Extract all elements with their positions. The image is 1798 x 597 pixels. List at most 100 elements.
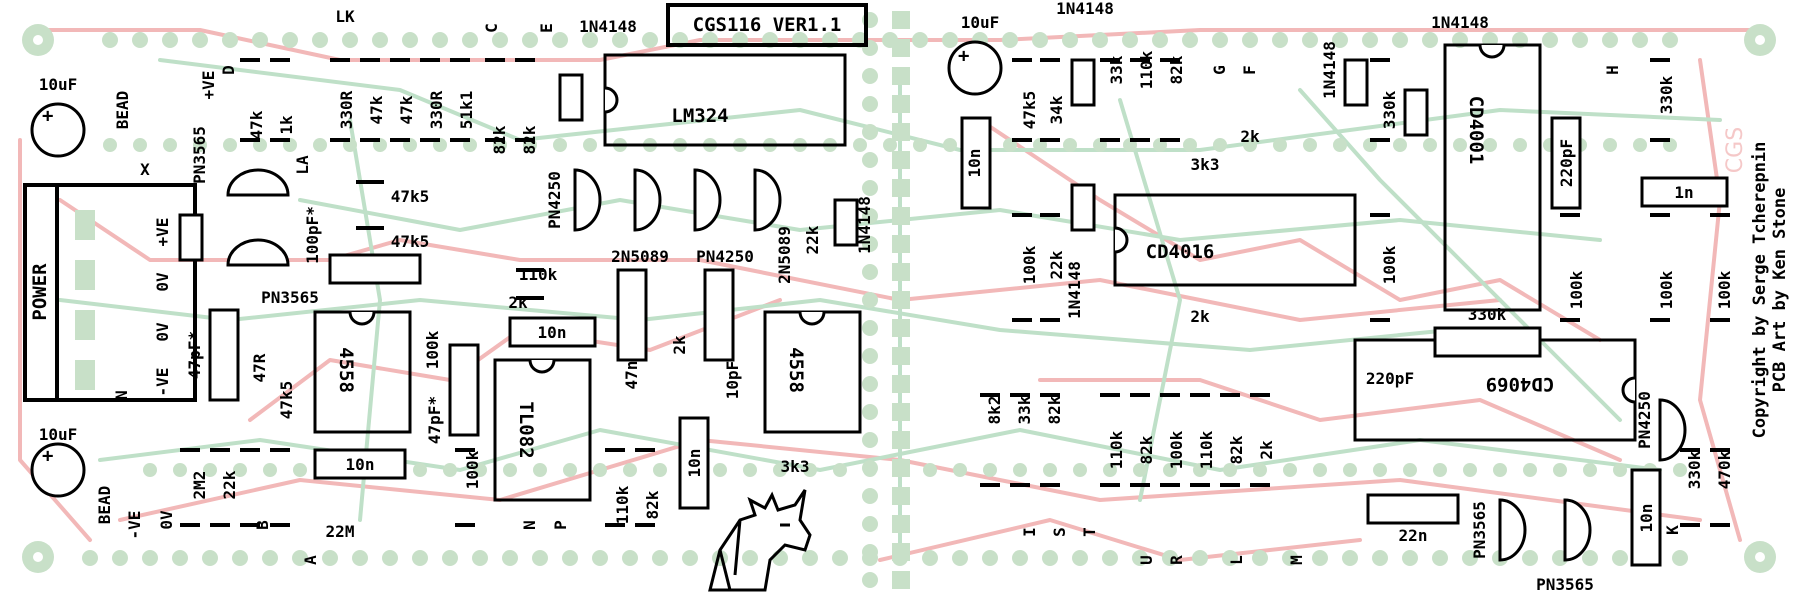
conn-k: K bbox=[1663, 525, 1682, 535]
solder-pad bbox=[1372, 550, 1388, 566]
res-8k2: 8k2 bbox=[985, 396, 1004, 425]
solder-pad bbox=[442, 550, 458, 566]
cap-10uf-top-label: 10uF bbox=[39, 75, 78, 94]
solder-pad bbox=[1332, 32, 1348, 48]
solder-pad bbox=[803, 463, 817, 477]
header-pad bbox=[892, 151, 910, 169]
solder-pad bbox=[1073, 463, 1087, 477]
cap-47pf-b: 47pF* bbox=[425, 396, 444, 444]
solder-pad bbox=[913, 138, 927, 152]
conn-c: C bbox=[482, 23, 501, 33]
solder-pad bbox=[1132, 550, 1148, 566]
res-33k-a: 33k bbox=[1107, 55, 1126, 84]
solder-pad bbox=[862, 572, 878, 588]
solder-pad bbox=[713, 463, 727, 477]
res-100k-c: 100k bbox=[1020, 245, 1039, 284]
solder-pad bbox=[1522, 550, 1538, 566]
solder-pad bbox=[462, 32, 478, 48]
transistor-pn3565-c: PN3565 bbox=[1470, 501, 1489, 559]
solder-pad bbox=[1493, 463, 1507, 477]
header-pad bbox=[892, 291, 910, 309]
solder-pad bbox=[1513, 138, 1527, 152]
header-pad bbox=[892, 95, 910, 113]
solder-pad bbox=[1283, 463, 1297, 477]
diode-label-c: 1N4148 bbox=[1056, 0, 1114, 18]
header-pad bbox=[892, 403, 910, 421]
solder-pad bbox=[132, 32, 148, 48]
solder-pad bbox=[862, 516, 878, 532]
solder-pad bbox=[552, 32, 568, 48]
solder-pad bbox=[862, 96, 878, 112]
conn-h: H bbox=[1603, 65, 1622, 75]
solder-pad bbox=[952, 550, 968, 566]
solder-pad bbox=[773, 463, 787, 477]
res-82k-c: 82k bbox=[643, 490, 662, 519]
solder-pad bbox=[1183, 138, 1197, 152]
res-47k5-b: 47k5 bbox=[391, 232, 430, 251]
transistor-2n5089-b: 2N5089 bbox=[775, 226, 794, 284]
res-22k-c: 22k bbox=[1047, 250, 1066, 279]
credits: Copyright by Serge Tcherepnin PCB Art by… bbox=[1723, 127, 1790, 439]
header-pad bbox=[892, 487, 910, 505]
res-330k-c: 330k bbox=[1685, 450, 1704, 489]
conn-d: D bbox=[219, 65, 238, 75]
res-2k-b: 2k bbox=[670, 335, 689, 355]
solder-pad bbox=[443, 463, 457, 477]
res-1k: 1k bbox=[277, 115, 296, 135]
solder-pad bbox=[923, 463, 937, 477]
solder-pad bbox=[862, 544, 878, 560]
conn-g: G bbox=[1210, 65, 1229, 75]
cap-10n-e: 10n bbox=[1637, 504, 1656, 533]
conn-x: X bbox=[140, 160, 150, 179]
solder-pad bbox=[832, 550, 848, 566]
solder-pad bbox=[1433, 463, 1447, 477]
solder-pad bbox=[862, 488, 878, 504]
conn-b: B bbox=[253, 520, 272, 530]
solder-pad bbox=[772, 550, 788, 566]
transistor-pn4250-b: PN4250 bbox=[696, 247, 754, 266]
minus-ve-label: -VE bbox=[125, 511, 144, 540]
conn-s: S bbox=[1050, 527, 1069, 537]
transistor-pn4250-c: PN4250 bbox=[1635, 391, 1654, 449]
solder-pad bbox=[82, 550, 98, 566]
solder-pad bbox=[953, 463, 967, 477]
solder-pad bbox=[1673, 463, 1687, 477]
solder-pad bbox=[912, 32, 928, 48]
solder-pad bbox=[1152, 32, 1168, 48]
solder-pad bbox=[232, 550, 248, 566]
solder-pad bbox=[233, 463, 247, 477]
solder-pad bbox=[1043, 463, 1057, 477]
solder-pad bbox=[1483, 138, 1497, 152]
solder-pad bbox=[1133, 463, 1147, 477]
solder-pad bbox=[553, 138, 567, 152]
ic-tl082-label: TL082 bbox=[515, 401, 537, 458]
res-2m2: 2M2 bbox=[190, 471, 209, 500]
res-2k-a: 2k bbox=[508, 293, 528, 312]
diode-label-a: 1N4148 bbox=[579, 17, 637, 36]
solder-pad bbox=[653, 463, 667, 477]
solder-pad bbox=[642, 32, 658, 48]
header-pad bbox=[892, 11, 910, 29]
solder-pad bbox=[1193, 463, 1207, 477]
cap-47n: 47n bbox=[622, 361, 641, 390]
solder-pad bbox=[143, 463, 157, 477]
header-pad bbox=[892, 431, 910, 449]
solder-pad bbox=[262, 550, 278, 566]
ic-cd4016: CD4016 bbox=[1113, 193, 1357, 287]
solder-pad bbox=[862, 432, 878, 448]
solder-pad bbox=[1002, 32, 1018, 48]
solder-pad bbox=[103, 138, 117, 152]
solder-pad bbox=[522, 32, 538, 48]
cap-47pf-a: 47pF* bbox=[185, 331, 204, 379]
solder-pad bbox=[102, 32, 118, 48]
solder-pad bbox=[1523, 463, 1537, 477]
conn-u: U bbox=[1137, 555, 1156, 565]
ic-4558-mid-label: 4558 bbox=[785, 347, 807, 393]
solder-pad bbox=[352, 550, 368, 566]
diode-label-e: 1N4148 bbox=[1320, 41, 1339, 99]
solder-pad bbox=[1252, 550, 1268, 566]
solder-pad bbox=[342, 32, 358, 48]
solder-pad bbox=[652, 550, 668, 566]
svg-text:+: + bbox=[42, 105, 53, 127]
header-pad bbox=[892, 571, 910, 589]
